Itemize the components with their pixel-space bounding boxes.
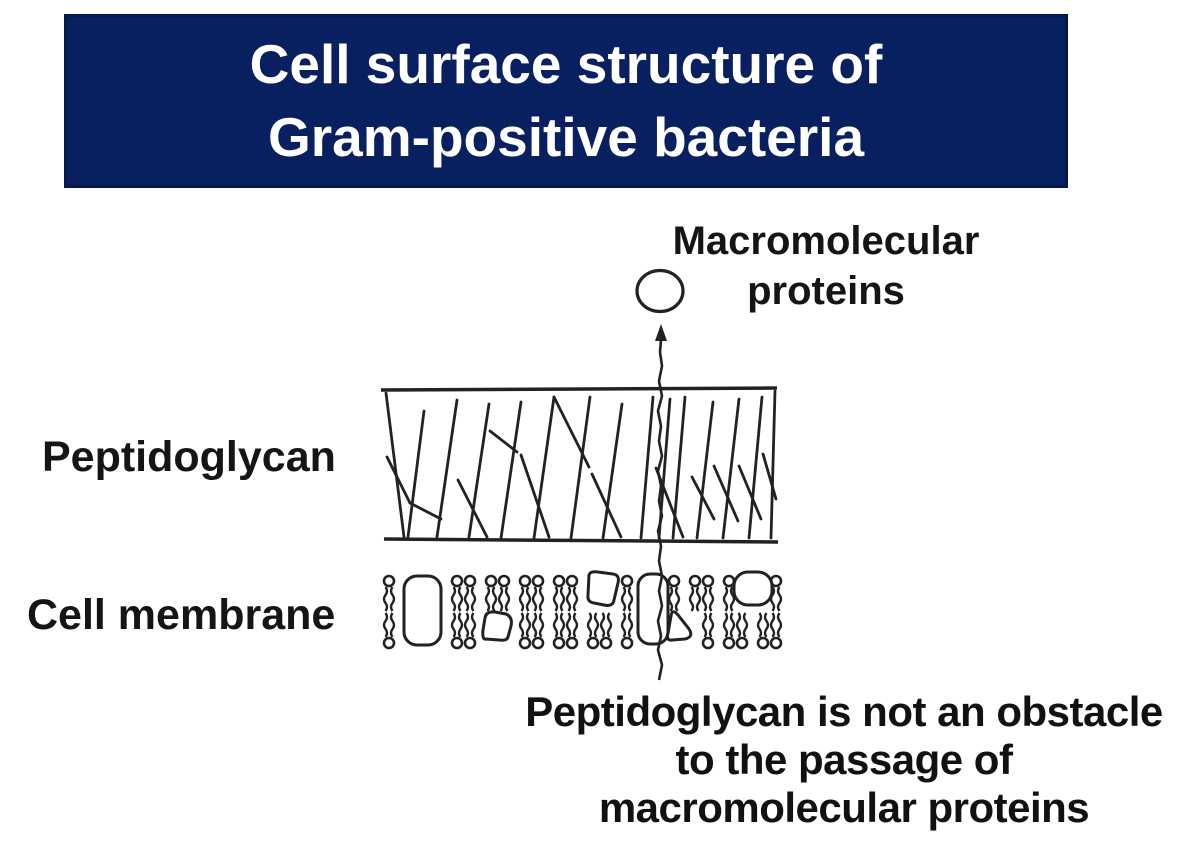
title-banner: Cell surface structure of Gram-positive … [64, 14, 1068, 188]
caption-line-2: to the passage of [675, 736, 1013, 783]
membrane-protein-blob [586, 570, 620, 607]
membrane-protein-blob [666, 610, 693, 642]
caption-line-3: macromolecular proteins [598, 784, 1090, 831]
membrane-protein-blob [732, 570, 774, 607]
label-macromolecular-line2: proteins [747, 269, 905, 313]
title-line-1: Cell surface structure of [249, 33, 883, 95]
label-macromolecular-line1: Macromolecular [672, 219, 980, 263]
caption: Peptidoglycan is not an obstacle to the … [460, 688, 1200, 832]
caption-line-1: Peptidoglycan is not an obstacle [525, 688, 1163, 735]
cell-membrane-bilayer [382, 570, 783, 650]
title-line-2: Gram-positive bacteria [267, 106, 865, 168]
transport-arrow [655, 324, 667, 681]
membrane-protein-blob [402, 574, 443, 647]
label-cell-membrane: Cell membrane [27, 591, 336, 639]
label-peptidoglycan: Peptidoglycan [42, 433, 336, 481]
label-macromolecular-proteins: Macromolecular proteins [648, 216, 1004, 316]
macromolecule-oval [635, 268, 685, 314]
membrane-protein-blob [636, 572, 670, 646]
peptidoglycan-layer [380, 386, 779, 544]
membrane-protein-blob [481, 610, 513, 642]
